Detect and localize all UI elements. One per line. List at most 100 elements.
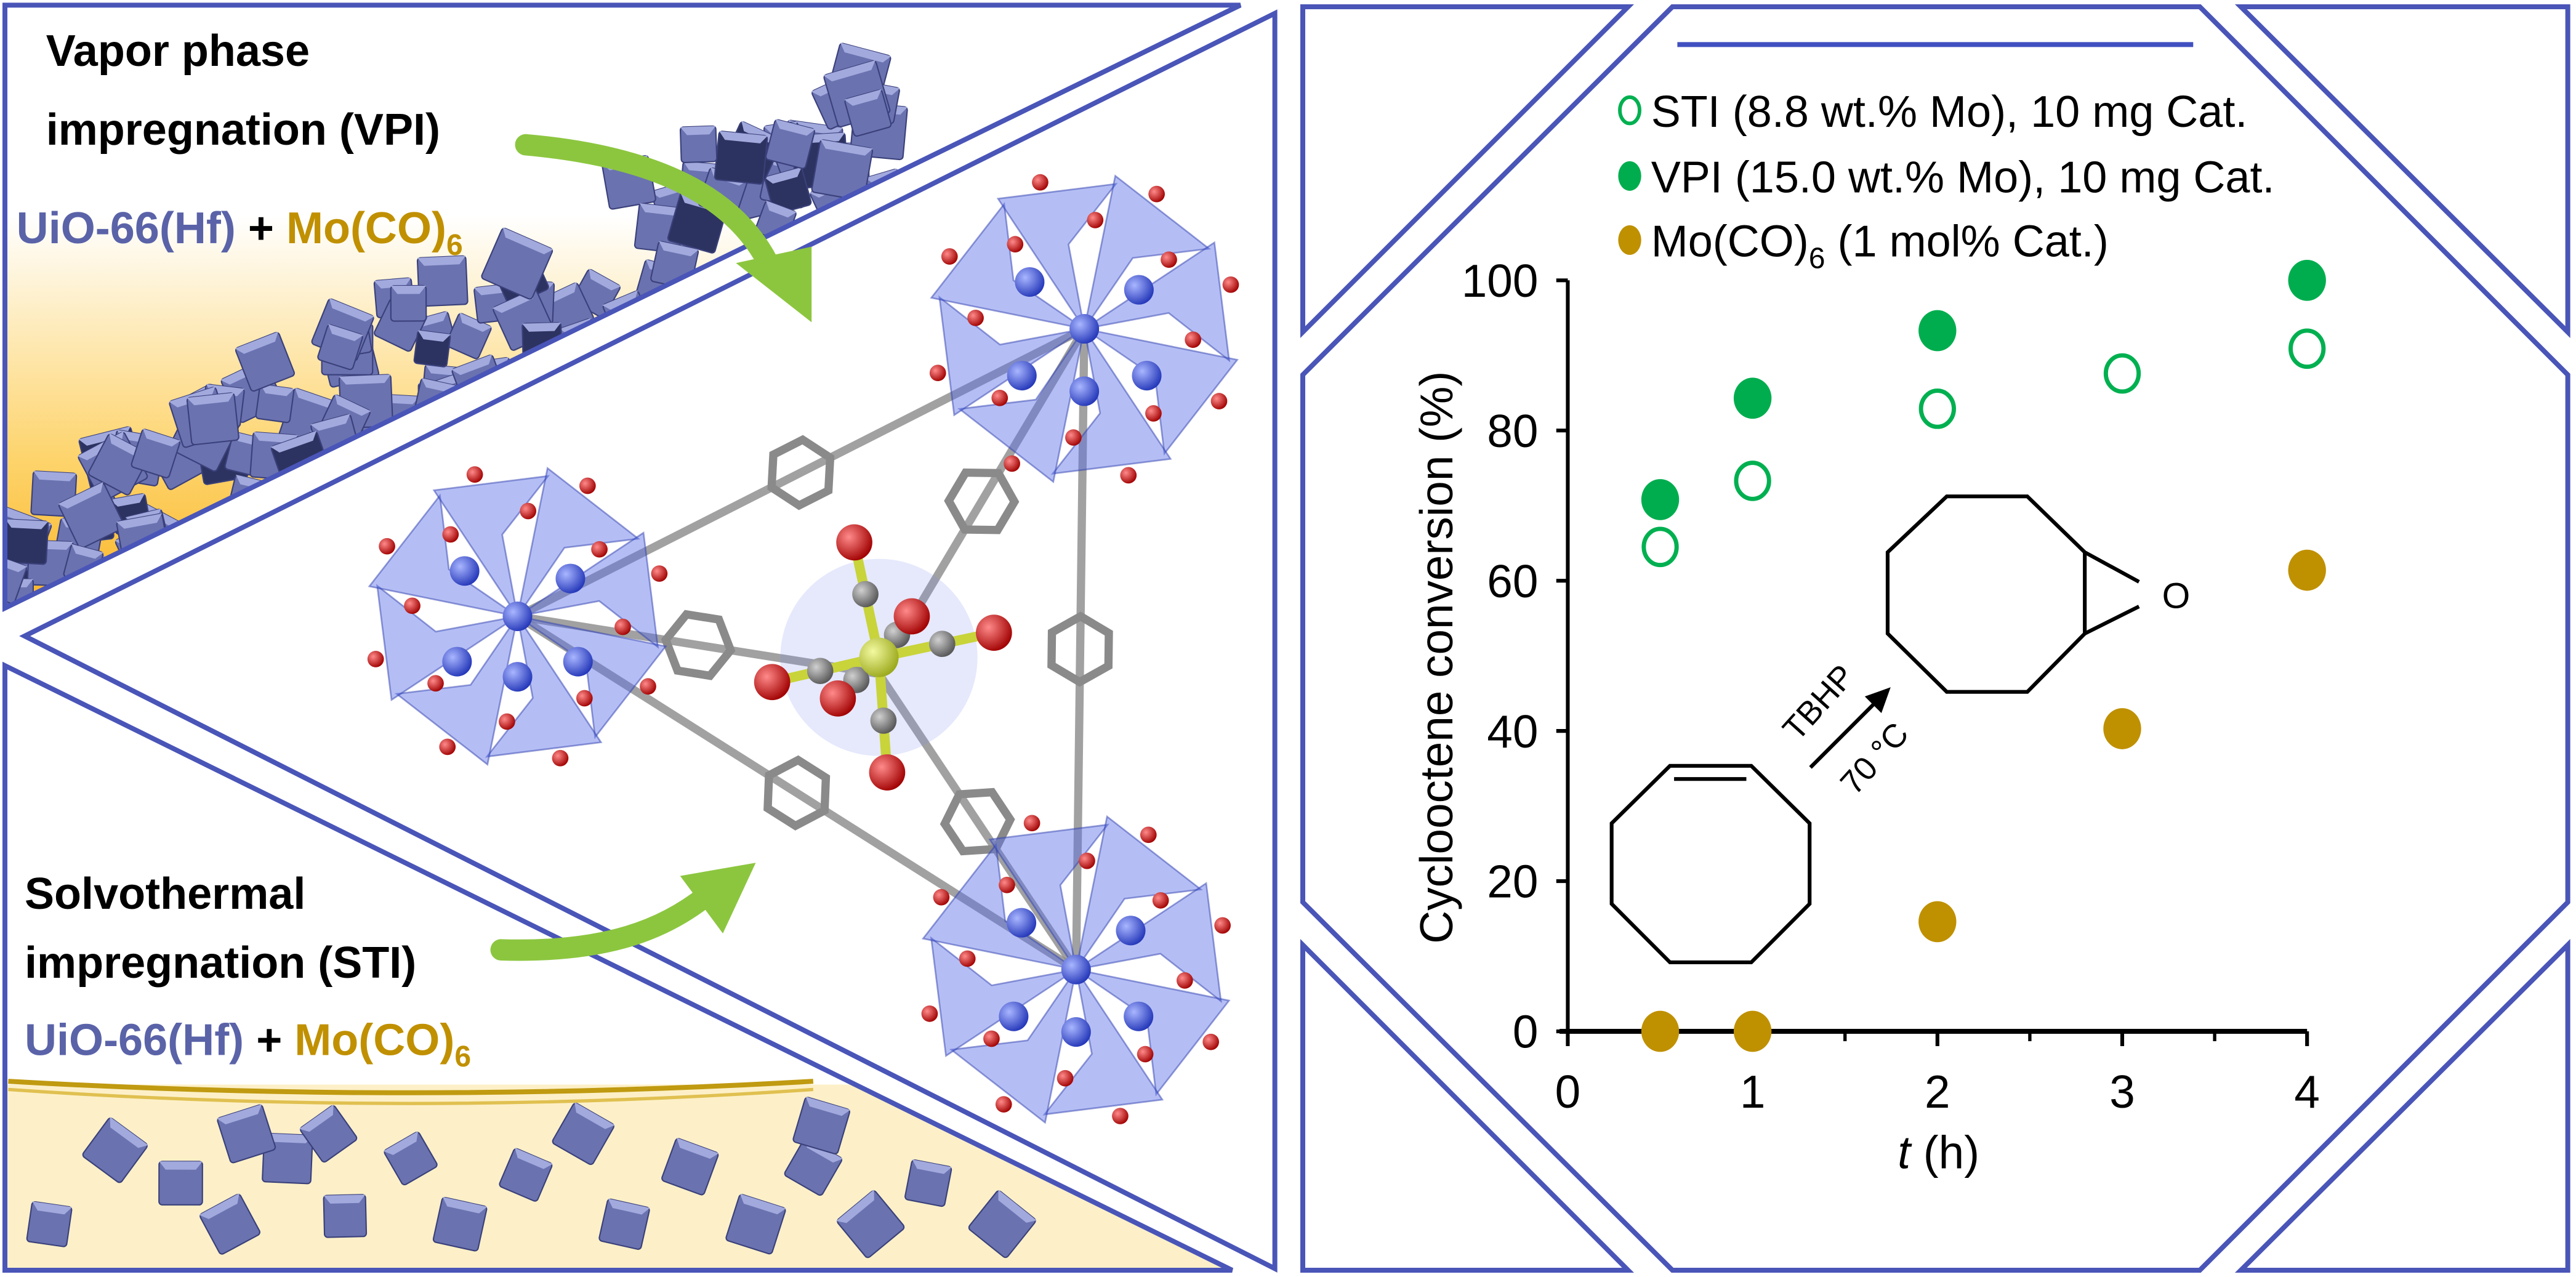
hafnium-atom: [1069, 376, 1100, 406]
cube-face: [416, 255, 469, 307]
cube-highlight: [451, 354, 493, 376]
carbon-atom: [928, 630, 956, 658]
sti-plus: +: [256, 1015, 282, 1065]
crystal-cube: [225, 474, 278, 527]
polyhedron-face: [1076, 882, 1222, 1004]
crystal-cube: [836, 1190, 905, 1259]
carbon-atom: [852, 581, 879, 608]
cube-highlight: [766, 200, 797, 218]
hafnium-atom: [449, 556, 480, 586]
oxygen-atom: [1140, 826, 1157, 844]
crystal-cube: [792, 1097, 851, 1154]
data-point-sti: [1641, 526, 1679, 568]
oxygen-atom: [1148, 185, 1165, 203]
oxygen-atom: [439, 738, 456, 755]
sti-solution-surface: [8, 1079, 814, 1095]
crystal-cube: [714, 131, 768, 185]
chart-legend: STI (8.8 wt.% Mo), 10 mg Cat.VPI (15.0 w…: [1618, 87, 2275, 275]
polyhedron-face: [1084, 328, 1239, 456]
cube-highlight: [680, 126, 716, 135]
oxygen-atom: [983, 1030, 1000, 1047]
oxygen-atom: [995, 1096, 1012, 1113]
crystal-cube: [679, 125, 718, 163]
cube-highlight: [253, 432, 299, 443]
y-tick-label: 60: [1487, 555, 1538, 607]
oxygen-atom: [991, 389, 1008, 406]
linker-bond: [1072, 328, 1089, 970]
oxygen-atom: [869, 754, 906, 791]
cyclooctene-structure: [1609, 763, 1812, 965]
frame-corner-bottom-right: [2234, 939, 2570, 1273]
hafnium-atom: [555, 563, 586, 594]
cube-highlight: [602, 290, 638, 310]
polyhedron-face: [930, 201, 1085, 330]
vpi-precursor: Mo(CO): [286, 204, 446, 253]
cube-highlight: [334, 394, 371, 416]
crystal-cube: [299, 1104, 358, 1163]
x-tick-label: 0: [1555, 1066, 1581, 1118]
oxygen-atom: [921, 1005, 938, 1022]
sti-precursor-subscript: 6: [454, 1041, 471, 1073]
sti-reagents: UiO-66(Hf) + Mo(CO)6: [25, 1015, 471, 1073]
crystal-cube: [158, 1161, 203, 1206]
vpi-reagents: UiO-66(Hf) + Mo(CO)6: [17, 204, 463, 262]
vpi-support: UiO-66(Hf): [17, 204, 236, 253]
polyhedron-face: [1084, 241, 1231, 363]
cube-highlight: [515, 1148, 553, 1169]
right-panel: STI (8.8 wt.% Mo), 10 mg Cat.VPI (15.0 w…: [1300, 4, 2570, 1273]
oxygen-atom: [1214, 917, 1231, 934]
oxygen-atom: [379, 538, 395, 555]
cube-highlight: [775, 119, 816, 136]
reaction-scheme: [1609, 494, 2140, 965]
oxygen-atom: [967, 309, 984, 326]
linker-bond: [515, 613, 1079, 973]
polyhedron-face: [996, 182, 1118, 329]
hafnium-atom: [1061, 954, 1091, 985]
oxygen-atom: [893, 598, 930, 635]
x-tick-label: 2: [1925, 1066, 1950, 1118]
legend-marker: [1618, 95, 1641, 126]
crystal-cube: [82, 1117, 148, 1183]
cube-highlight: [199, 1193, 239, 1219]
epoxide-oxygen-label: O: [2162, 576, 2191, 616]
y-tick-label: 0: [1513, 1006, 1539, 1058]
cube-highlight: [836, 1190, 874, 1223]
sti-crystals: [26, 1097, 1037, 1259]
hafnium-atom: [1069, 313, 1100, 344]
oxygen-atom: [651, 565, 668, 582]
cube-highlight: [639, 203, 685, 216]
oxygen-atom: [819, 680, 856, 717]
cube-highlight: [608, 1198, 650, 1215]
organic-linker: [515, 325, 1087, 620]
crystal-cube: [186, 392, 239, 446]
cube-highlight: [110, 493, 145, 507]
polyhedron-face: [432, 475, 550, 617]
frame-octagon: [1300, 4, 2570, 1273]
crystal-cube: [811, 139, 874, 201]
cube-highlight: [865, 168, 898, 184]
cube-highlight: [805, 1097, 851, 1116]
data-point-sti: [2288, 328, 2326, 369]
legend-label-main: Mo(CO): [1651, 217, 1809, 267]
organic-linker: [515, 613, 1079, 973]
oxygen-atom: [999, 876, 1015, 893]
data-point-mo-co6: [1641, 1010, 1680, 1052]
cube-highlight: [270, 430, 317, 453]
cube-highlight: [329, 298, 375, 322]
oxygen-atom: [1176, 972, 1193, 989]
cube-highlight: [659, 241, 699, 257]
legend-label-main: VPI (15.0 wt.% Mo), 10 mg Cat.: [1651, 153, 2275, 203]
condition-label: 70 °C: [1833, 716, 1916, 802]
oxygen-atom: [929, 365, 946, 382]
crystal-cube: [131, 429, 181, 478]
polyhedron-face: [517, 615, 667, 739]
cube-highlight: [912, 1159, 952, 1174]
polyhedron-face: [921, 842, 1077, 970]
cube-highlight: [328, 324, 364, 341]
arrow-icon: [1809, 687, 1891, 769]
cube-highlight: [217, 1104, 262, 1125]
cube-face: [186, 392, 239, 446]
oxygen-atom: [1145, 405, 1162, 422]
benzene-ring: [767, 435, 835, 510]
x-tick-label: 1: [1740, 1066, 1766, 1118]
